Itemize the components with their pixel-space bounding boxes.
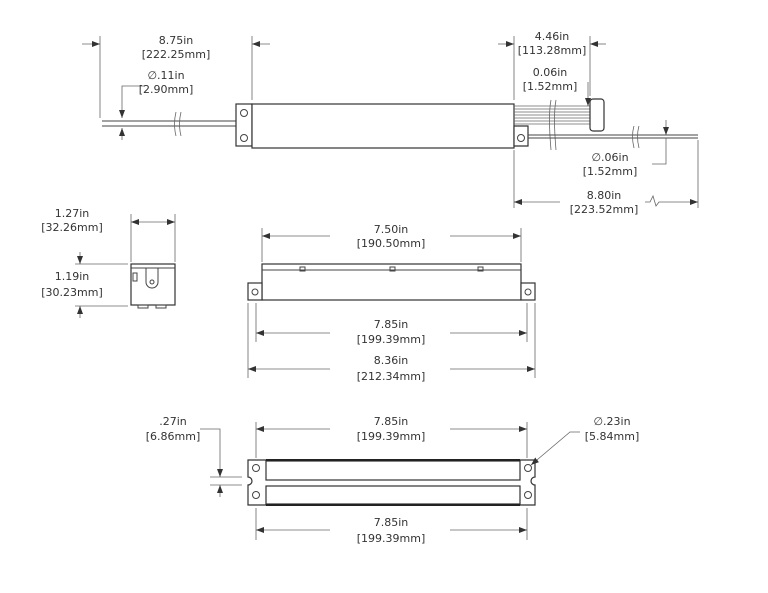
dim-body-length-mm: [190.50mm] xyxy=(357,237,426,250)
side-body xyxy=(261,263,522,301)
dim-bottom-centers-top-mm: [199.39mm] xyxy=(357,430,426,443)
mount-hole xyxy=(524,464,532,472)
dim-lead-length-mm: [113.28mm] xyxy=(518,44,587,57)
dim-overall-side-mm: [212.34mm] xyxy=(357,370,426,383)
dim-slot-width-in: .27in xyxy=(159,415,187,428)
bottom-view: 7.85in [199.39mm] 7.85in [199.39mm] .27i… xyxy=(146,415,640,545)
end-profile xyxy=(130,263,176,306)
break-mark xyxy=(174,111,182,137)
ballast-body xyxy=(251,103,515,149)
dim-hole-dia-mm: [5.84mm] xyxy=(585,430,640,443)
mount-hole xyxy=(252,491,260,499)
dim-hole-dia-in: ∅.23in xyxy=(593,415,630,428)
dim-bottom-centers-top-in: 7.85in xyxy=(374,415,409,428)
dim-end-width-in: 1.27in xyxy=(55,207,90,220)
dim-mount-centers-mm: [199.39mm] xyxy=(357,333,426,346)
dim-overall-side-in: 8.36in xyxy=(374,354,409,367)
dim-overall-length-mm: [222.25mm] xyxy=(142,48,211,61)
dim-body-length-in: 7.50in xyxy=(374,223,409,236)
dim-input-wire-dia-in: ∅.11in xyxy=(147,69,184,82)
dim-overall-length-in: 8.75in xyxy=(159,34,194,47)
dim-connector-offset-in: 0.06in xyxy=(533,66,568,79)
dim-connector-offset-mm: [1.52mm] xyxy=(523,80,578,93)
dim-bottom-centers-bottom-mm: [199.39mm] xyxy=(357,532,426,545)
dim-mount-centers-in: 7.85in xyxy=(374,318,409,331)
bottom-channel-upper xyxy=(265,460,521,481)
side-view: 7.50in [190.50mm] 7.85in [199.39mm] 8.36… xyxy=(247,223,536,383)
dim-output-wire-dia-in: ∅.06in xyxy=(591,151,628,164)
dim-output-wire-length-in: 8.80in xyxy=(587,189,622,202)
left-mount-tab xyxy=(235,103,253,147)
side-left-tab xyxy=(247,282,263,301)
mount-hole xyxy=(524,491,532,499)
dim-end-height-mm: [30.23mm] xyxy=(41,286,103,299)
dim-end-height-in: 1.19in xyxy=(55,270,90,283)
end-view: 1.27in [32.26mm] 1.19in [30.23mm] xyxy=(41,207,176,318)
output-ribbon-leads xyxy=(514,105,590,125)
right-mount-tab xyxy=(513,125,529,147)
connector xyxy=(589,98,605,132)
dim-output-wire-dia-mm: [1.52mm] xyxy=(583,165,638,178)
dim-lead-length-in: 4.46in xyxy=(535,30,570,43)
dim-input-wire-dia-mm: [2.90mm] xyxy=(139,83,194,96)
dim-slot-width-mm: [6.86mm] xyxy=(146,430,201,443)
dim-bottom-centers-bottom-in: 7.85in xyxy=(374,516,409,529)
top-view: 8.75in [222.25mm] ∅.11in [2.90mm] 4.46in… xyxy=(82,30,699,216)
side-right-tab xyxy=(520,282,536,301)
dim-output-wire-length-mm: [223.52mm] xyxy=(570,203,639,216)
bottom-channel-lower xyxy=(265,485,521,505)
dim-end-width-mm: [32.26mm] xyxy=(41,221,103,234)
mount-hole xyxy=(252,464,260,472)
